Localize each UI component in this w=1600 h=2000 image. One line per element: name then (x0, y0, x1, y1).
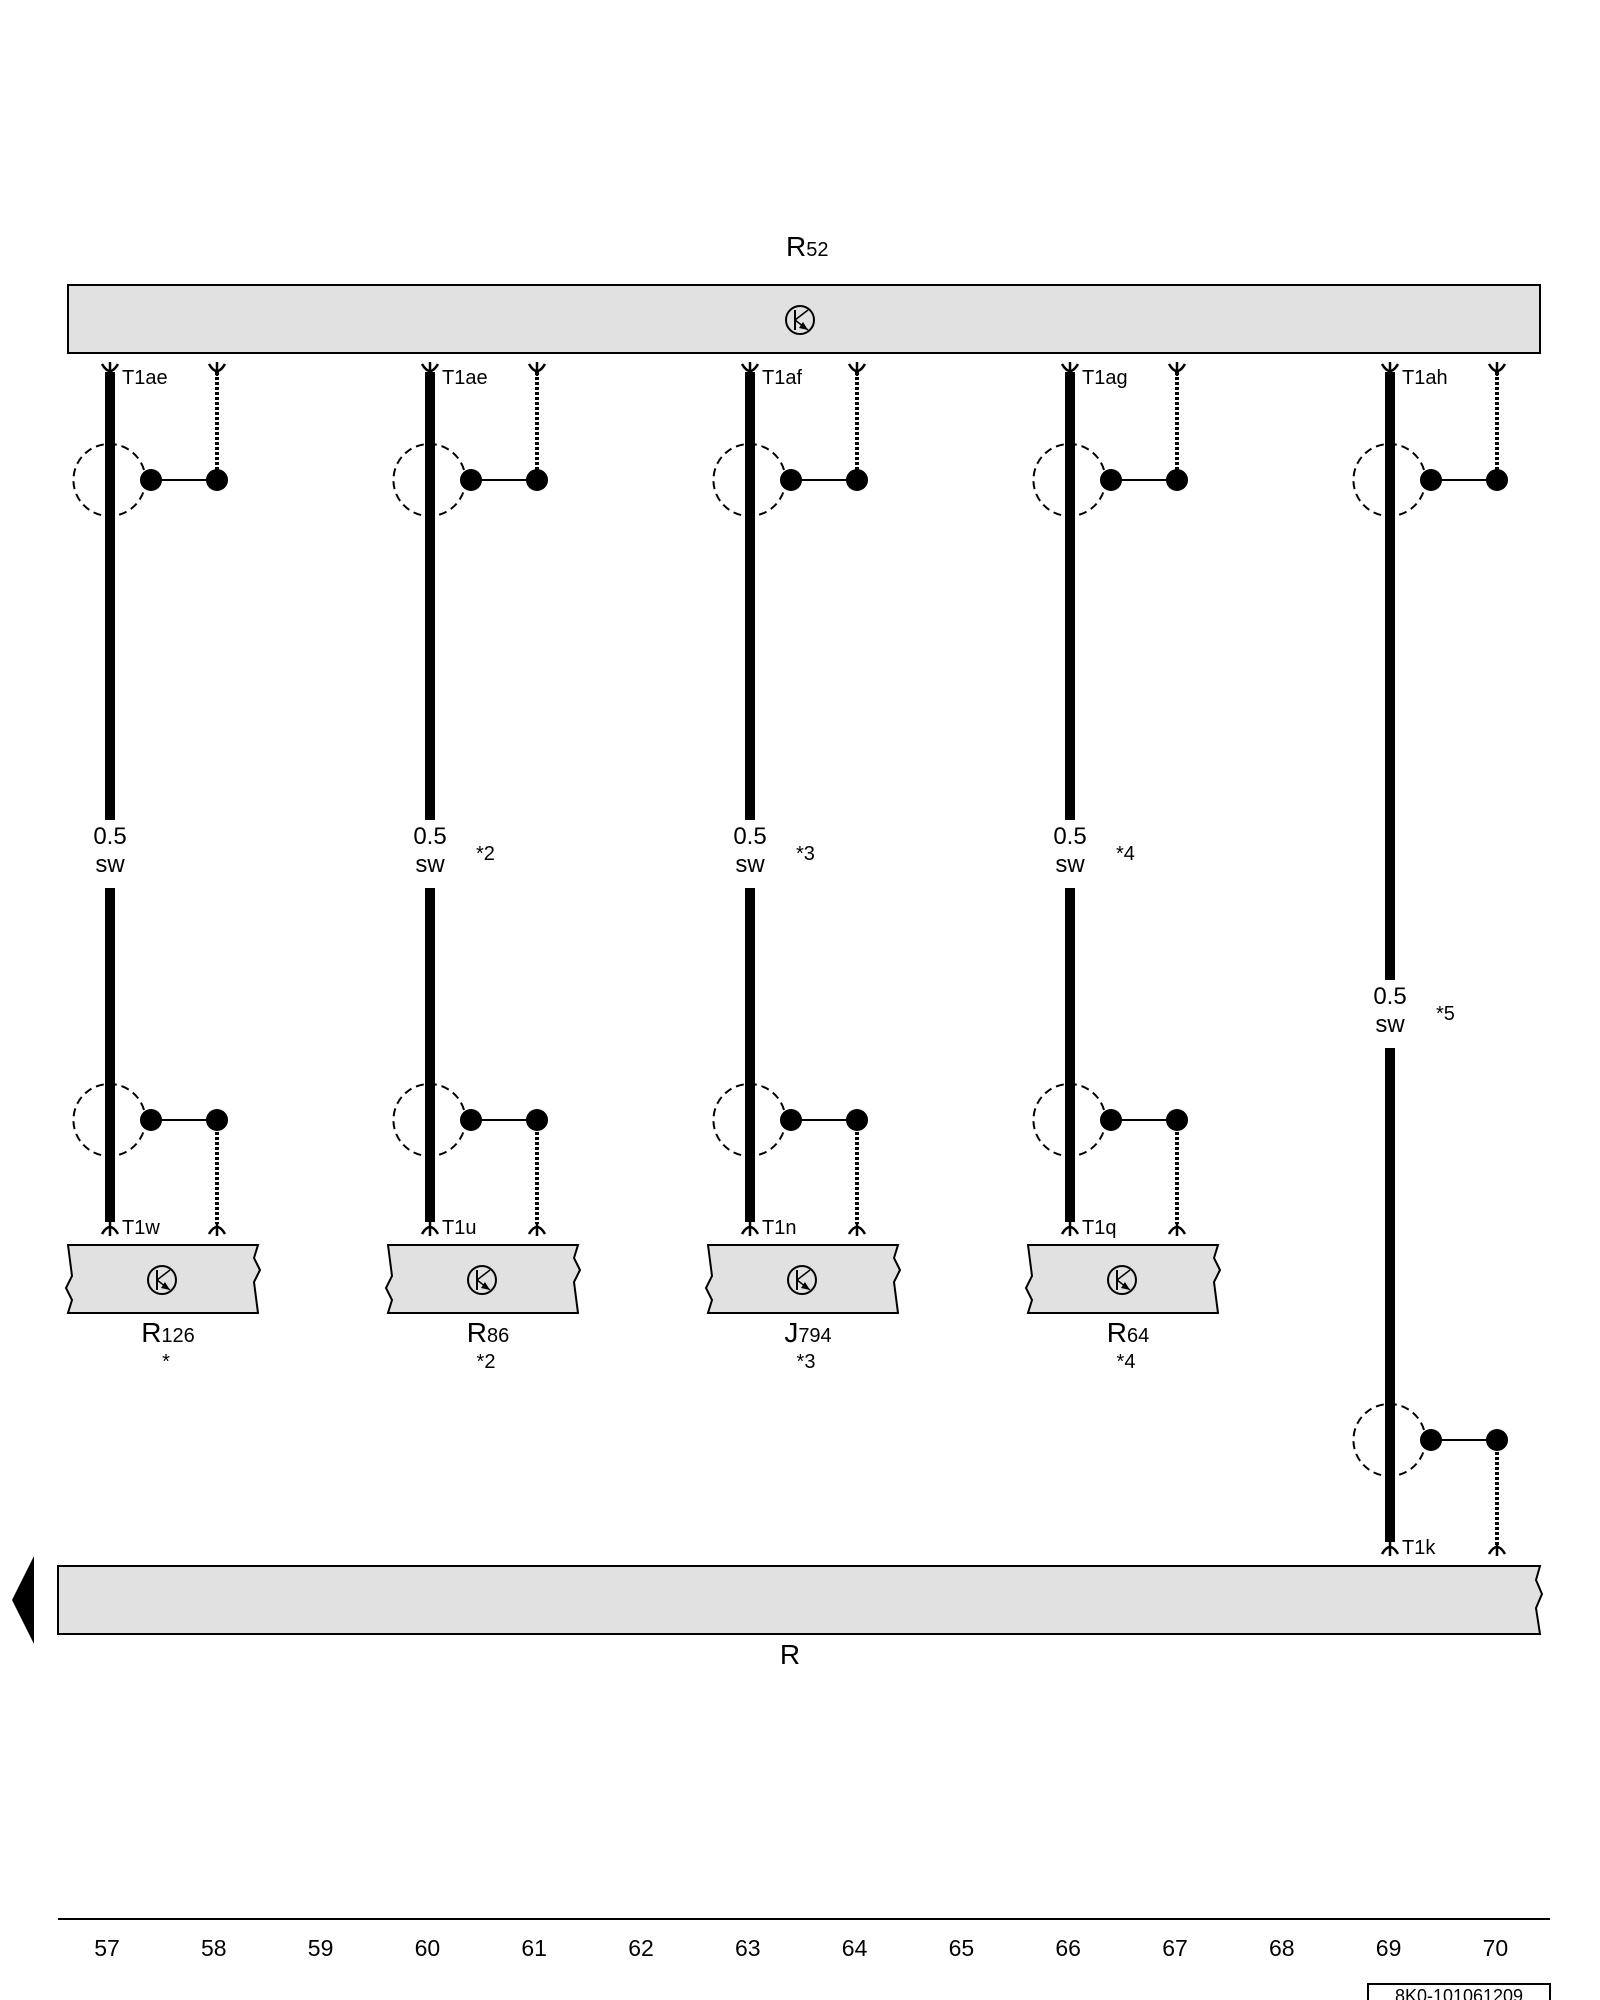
grid-numbers: 57 58 59 60 61 62 63 64 65 66 67 68 69 70 (94, 1935, 1508, 1961)
grid-number: 68 (1269, 1935, 1295, 1961)
component-label: J794 (784, 1317, 831, 1348)
grid-number: 63 (735, 1935, 761, 1961)
wire-color: sw (735, 851, 765, 878)
wire-size: 0.5 (1053, 823, 1086, 850)
wire-note: *4 (1116, 843, 1135, 865)
bottom-shield (72, 1083, 228, 1157)
grid-number: 69 (1376, 1935, 1402, 1961)
top-shield (72, 443, 228, 517)
wire-size: 0.5 (1373, 983, 1406, 1010)
grid-number: 64 (842, 1935, 868, 1961)
top-pin-label: T1ae (442, 367, 488, 389)
component-note: *4 (1117, 1351, 1136, 1373)
component-module: R126 * (64, 1244, 262, 1373)
component-body (704, 1244, 902, 1314)
grid-number: 60 (415, 1935, 441, 1961)
bottom-pin-connector (420, 1222, 440, 1236)
component-label: R64 (1107, 1317, 1149, 1348)
wire-note: *5 (1436, 1003, 1455, 1025)
component-label: R86 (467, 1317, 509, 1348)
component-label: R126 (141, 1317, 195, 1348)
top-shield (1352, 443, 1508, 517)
grid-number: 66 (1055, 1935, 1081, 1961)
antenna-transistor-icon (787, 1265, 817, 1295)
component-note: *2 (477, 1351, 496, 1373)
left-arrow-icon (12, 1556, 34, 1644)
component-note: *3 (797, 1351, 816, 1373)
doc-id-box (1367, 1983, 1551, 2000)
grid-number: 70 (1483, 1935, 1509, 1961)
drain-pin-connector (1167, 1222, 1187, 1236)
top-pin-label: T1ah (1402, 367, 1448, 389)
top-pin-label: T1ae (122, 367, 168, 389)
top-shield (712, 443, 868, 517)
wire-size: 0.5 (413, 823, 446, 850)
grid-number: 67 (1162, 1935, 1188, 1961)
wire-size: 0.5 (93, 823, 126, 850)
component-module: R86*2 (384, 1244, 582, 1373)
bottom-shield (1352, 1403, 1508, 1477)
bottom-pin-label: T1n (762, 1217, 796, 1239)
antenna-transistor-icon (467, 1265, 497, 1295)
grid-number: 58 (201, 1935, 227, 1961)
bottom-bus-r: R (12, 1556, 1544, 1670)
top-shield (392, 443, 548, 517)
wire-color: sw (95, 851, 125, 878)
bottom-pin-label: T1u (442, 1217, 476, 1239)
top-module-label: R52 (786, 231, 828, 262)
wire-color: sw (415, 851, 445, 878)
antenna-transistor-icon (1107, 1265, 1137, 1295)
component-body (64, 1244, 262, 1314)
drain-pin-connector (527, 1222, 547, 1236)
drain-pin-connector (1487, 1542, 1507, 1556)
top-pin-label: T1af (762, 367, 802, 389)
wire-size: 0.5 (733, 823, 766, 850)
top-pin-label: T1ag (1082, 367, 1128, 389)
bottom-pin-label: T1w (122, 1217, 160, 1239)
bottom-pin-label: T1k (1402, 1537, 1436, 1559)
component-module: R64*4 (1024, 1244, 1222, 1373)
wire-color: sw (1055, 851, 1085, 878)
bottom-pin-label: T1q (1082, 1217, 1116, 1239)
grid-number: 65 (949, 1935, 975, 1961)
bottom-pin-connector (740, 1222, 760, 1236)
grid-number: 62 (628, 1935, 654, 1961)
drain-pin-connector (847, 1222, 867, 1236)
wire-note: *3 (796, 843, 815, 865)
bottom-bus-body (57, 1565, 1544, 1635)
grid-number: 61 (521, 1935, 547, 1961)
grid-number: 57 (94, 1935, 120, 1961)
top-shield (1032, 443, 1188, 517)
bottom-shield (392, 1083, 548, 1157)
antenna-transistor-icon (147, 1265, 177, 1295)
bottom-shield (712, 1083, 868, 1157)
branches: T1ae0.5swT1wR126*T1ae0.5sw*2T1uR86*2T1af… (64, 362, 1222, 1373)
component-note: * (162, 1351, 170, 1373)
bottom-pin-connector (1380, 1542, 1400, 1556)
doc-id: 8K0-101061209 (1395, 1986, 1523, 2000)
top-module-body (67, 284, 1541, 354)
drain-pin-connector (207, 1222, 227, 1236)
component-body (1024, 1244, 1222, 1314)
grid-number: 59 (308, 1935, 334, 1961)
component-module: J794 *3 (704, 1244, 902, 1373)
wire-note: *2 (476, 843, 495, 865)
antenna-transistor-icon (785, 305, 815, 335)
top-module-r52: R52 (67, 231, 1541, 354)
wire-color: sw (1375, 1011, 1405, 1038)
bottom-pin-connector (100, 1222, 120, 1236)
bottom-bus-label: R (780, 1639, 800, 1670)
component-body (384, 1244, 582, 1314)
bottom-pin-connector (1060, 1222, 1080, 1236)
grid-footer: 57 58 59 60 61 62 63 64 65 66 67 68 69 70 8K0-1010612… (58, 1918, 1551, 2000)
bottom-shield (1032, 1083, 1188, 1157)
